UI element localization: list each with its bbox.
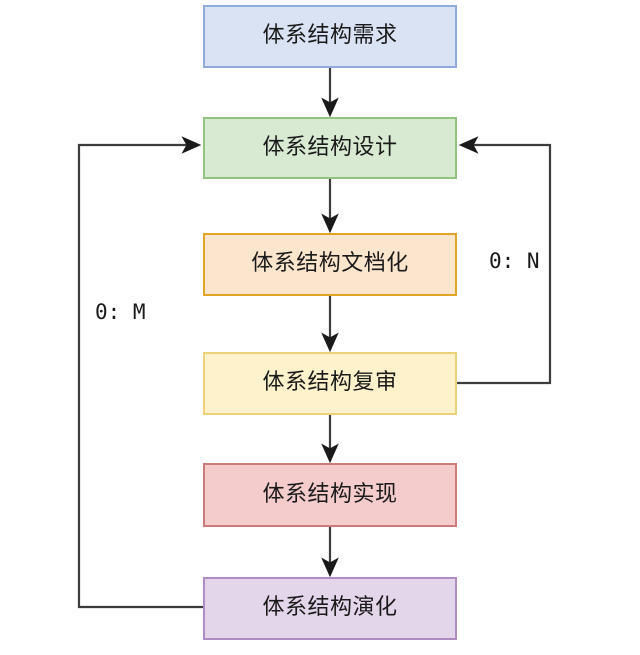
node-evolution[interactable]: 体系结构演化 — [203, 577, 457, 640]
edge-label-left-loop: 0: M — [95, 300, 146, 324]
node-requirements[interactable]: 体系结构需求 — [203, 5, 457, 68]
node-design[interactable]: 体系结构设计 — [203, 117, 457, 179]
node-implementation[interactable]: 体系结构实现 — [203, 463, 457, 527]
node-review[interactable]: 体系结构复审 — [203, 352, 457, 415]
node-review-label: 体系结构复审 — [262, 370, 398, 396]
edge-label-right-loop: 0: N — [489, 249, 540, 273]
node-requirements-label: 体系结构需求 — [262, 23, 398, 49]
connector-evolution-back-to-design — [77, 136, 203, 609]
node-implementation-label: 体系结构实现 — [262, 481, 398, 507]
node-design-label: 体系结构设计 — [262, 134, 398, 160]
node-documentation-label: 体系结构文档化 — [251, 251, 409, 277]
node-evolution-label: 体系结构演化 — [262, 595, 398, 621]
node-documentation[interactable]: 体系结构文档化 — [203, 233, 457, 296]
connector-review-back-to-design — [457, 136, 552, 385]
